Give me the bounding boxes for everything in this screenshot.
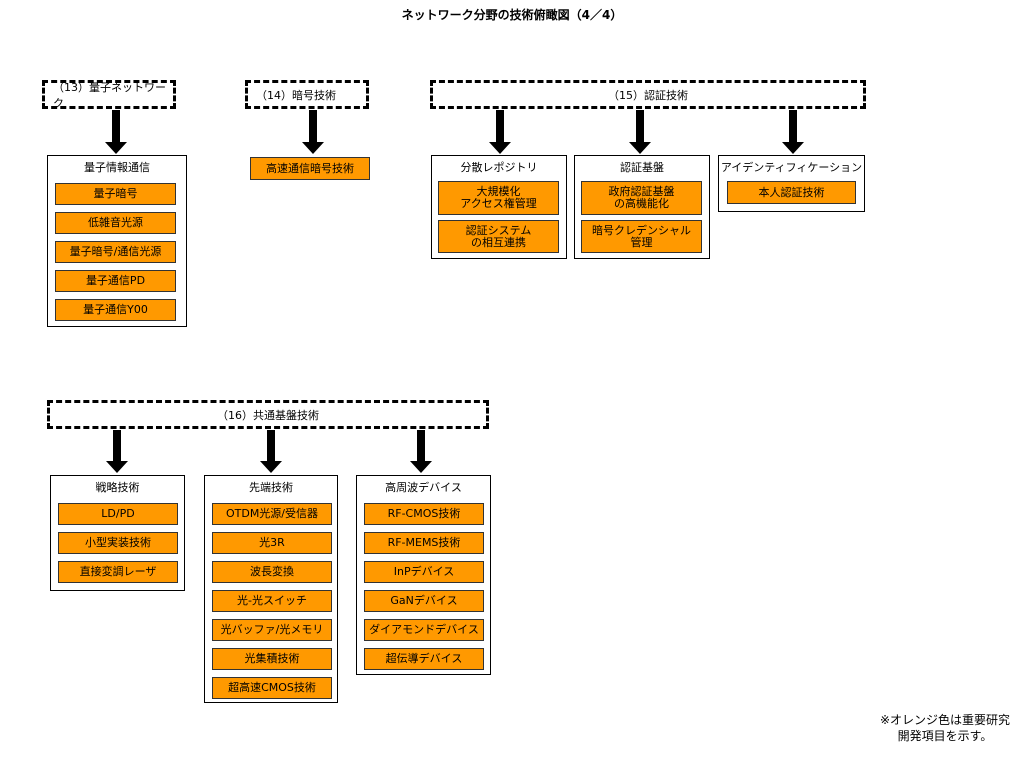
item-rf-mems: RF-MEMS技術 [364,532,484,554]
panel-rf-devices: 高周波デバイス RF-CMOS技術 RF-MEMS技術 InPデバイス GaNデ… [356,475,491,675]
category-16-box: （16）共通基盤技術 [47,400,489,429]
category-15-box: （15）認証技術 [430,80,866,109]
item-rf-cmos: RF-CMOS技術 [364,503,484,525]
category-16-label: （16）共通基盤技術 [217,408,319,422]
panel-title: 戦略技術 [95,481,140,494]
item-optical-switch: 光-光スイッチ [212,590,332,612]
arrow-down-icon [105,110,127,154]
arrow-down-icon [260,430,282,473]
item-auth-system-interop: 認証システム の相互連携 [438,220,559,253]
arrow-down-icon [410,430,432,473]
panel-strategic-tech: 戦略技術 LD/PD 小型実装技術 直接変調レーザ [50,475,185,591]
panel-title: 先端技術 [249,481,293,494]
item-scalable-access-control: 大規模化 アクセス権管理 [438,181,559,215]
panel-title: 分散レポジトリ [460,161,538,174]
panel-advanced-tech: 先端技術 OTDM光源/受信器 光3R 波長変換 光-光スイッチ 光バッファ/光… [204,475,338,703]
category-13-label: （13）量子ネットワーク [53,80,166,110]
arrow-down-icon [106,430,128,473]
panel-title: アイデンティフィケーション [720,161,863,174]
item-gan-device: GaNデバイス [364,590,484,612]
item-low-noise-light-source: 低雑音光源 [55,212,176,234]
item-inp-device: InPデバイス [364,561,484,583]
arrow-down-icon [489,110,511,154]
legend-note-line2: 開発項目を示す。 [897,729,993,743]
category-15-label: （15）認証技術 [608,88,688,102]
item-superconducting-device: 超伝導デバイス [364,648,484,670]
item-otdm-source-receiver: OTDM光源/受信器 [212,503,332,525]
item-direct-modulation-laser: 直接変調レーザ [58,561,178,583]
arrow-down-icon [782,110,804,154]
category-14-label: （14）暗号技術 [256,88,336,102]
panel-title: 認証基盤 [620,161,664,174]
item-photonic-integration: 光集積技術 [212,648,332,670]
item-quantum-cryptography: 量子暗号 [55,183,176,205]
item-wavelength-conversion: 波長変換 [212,561,332,583]
category-14-box: （14）暗号技術 [245,80,369,109]
item-personal-authentication: 本人認証技術 [727,181,856,204]
panel-distributed-repository: 分散レポジトリ 大規模化 アクセス権管理 認証システム の相互連携 [431,155,567,259]
arrow-down-icon [302,110,324,154]
item-compact-packaging: 小型実装技術 [58,532,178,554]
panel-quantum-info: 量子情報通信 量子暗号 低雑音光源 量子暗号/通信光源 量子通信PD 量子通信Y… [47,155,187,327]
item-optical-buffer-memory: 光バッファ/光メモリ [212,619,332,641]
item-quantum-comm-y00: 量子通信Y00 [55,299,176,321]
item-diamond-device: ダイアモンドデバイス [364,619,484,641]
panel-title: 高周波デバイス [385,481,462,494]
diagram-title: ネットワーク分野の技術俯瞰図（4／4） [401,8,623,22]
item-ultra-high-speed-cmos: 超高速CMOS技術 [212,677,332,699]
panel-auth-infrastructure: 認証基盤 政府認証基盤 の高機能化 暗号クレデンシャル 管理 [574,155,710,259]
item-optical-3r: 光3R [212,532,332,554]
item-ld-pd: LD/PD [58,503,178,525]
item-crypto-credential-mgmt: 暗号クレデンシャル 管理 [581,220,702,253]
panel-title: 量子情報通信 [84,161,150,174]
arrow-down-icon [629,110,651,154]
item-quantum-comm-light-source: 量子暗号/通信光源 [55,241,176,263]
legend-note-line1: ※オレンジ色は重要研究 [879,713,1010,727]
category-13-box: （13）量子ネットワーク [42,80,176,110]
legend-note: ※オレンジ色は重要研究 開発項目を示す。 [880,712,1010,744]
item-gov-pki-enhancement: 政府認証基盤 の高機能化 [581,181,702,215]
item-high-speed-crypto: 高速通信暗号技術 [250,157,370,180]
panel-identification: アイデンティフィケーション 本人認証技術 [718,155,865,212]
item-quantum-comm-pd: 量子通信PD [55,270,176,292]
